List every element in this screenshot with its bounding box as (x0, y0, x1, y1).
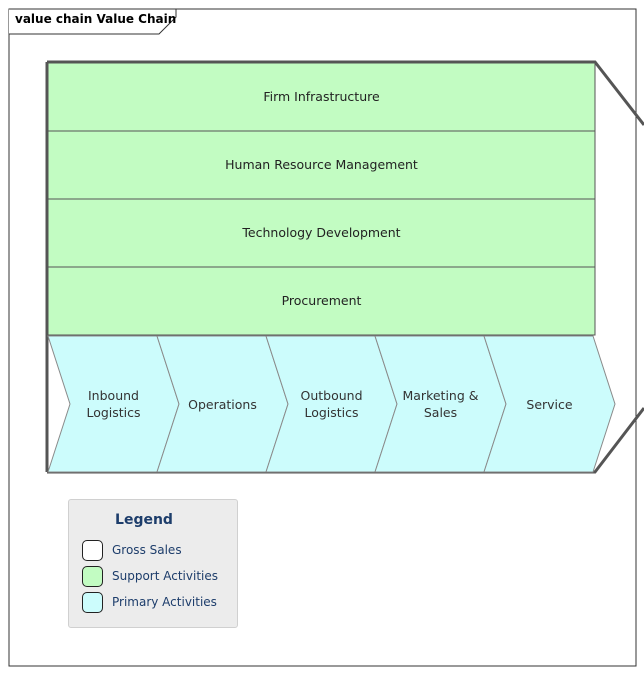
support-activity-label: Human Resource Management (225, 157, 418, 172)
primary-activities-group (47, 335, 616, 473)
primary-activity-label-line: Inbound (88, 388, 139, 403)
support-activity-band[interactable] (47, 266, 596, 336)
support-activity-label: Procurement (281, 293, 362, 308)
legend-title: Legend (115, 512, 173, 528)
legend-swatch-support-activities (82, 566, 103, 587)
primary-activity-chevron[interactable] (483, 335, 616, 473)
legend-label: Support Activities (112, 569, 218, 583)
frame-title-tab (9, 8, 177, 35)
primary-activity-label-line: Outbound (300, 388, 363, 403)
legend-label: Primary Activities (112, 595, 217, 609)
legend-label: Gross Sales (112, 543, 182, 557)
support-activity-band[interactable] (47, 130, 596, 200)
support-activity-label: Technology Development (242, 225, 401, 240)
legend-swatch-primary-activities (82, 592, 103, 613)
primary-activity-label-line: Logistics (304, 405, 359, 420)
support-activity-band[interactable] (47, 198, 596, 268)
value-chain-margin-top (47, 60, 644, 126)
legend-swatch-gross-sales (82, 540, 103, 561)
primary-activity-label: Marketing & Sales (386, 387, 495, 421)
diagram-frame (8, 8, 637, 667)
primary-activity-label-line: Sales (423, 405, 458, 420)
primary-activity-label-line: Service (526, 396, 573, 412)
support-activities-group (47, 62, 596, 336)
support-activity-label: Firm Infrastructure (263, 89, 380, 104)
legend: Legend Gross Sales Support Activities Pr… (68, 499, 238, 628)
primary-activity-label: Operations (168, 396, 277, 413)
frame-title: value chain Value Chain (15, 12, 177, 26)
primary-activity-label: Service (495, 396, 604, 413)
primary-activity-label-line: Logistics (86, 405, 141, 420)
primary-activity-label-line: Marketing & (402, 388, 479, 403)
primary-activity-label-line: Operations (188, 396, 257, 412)
